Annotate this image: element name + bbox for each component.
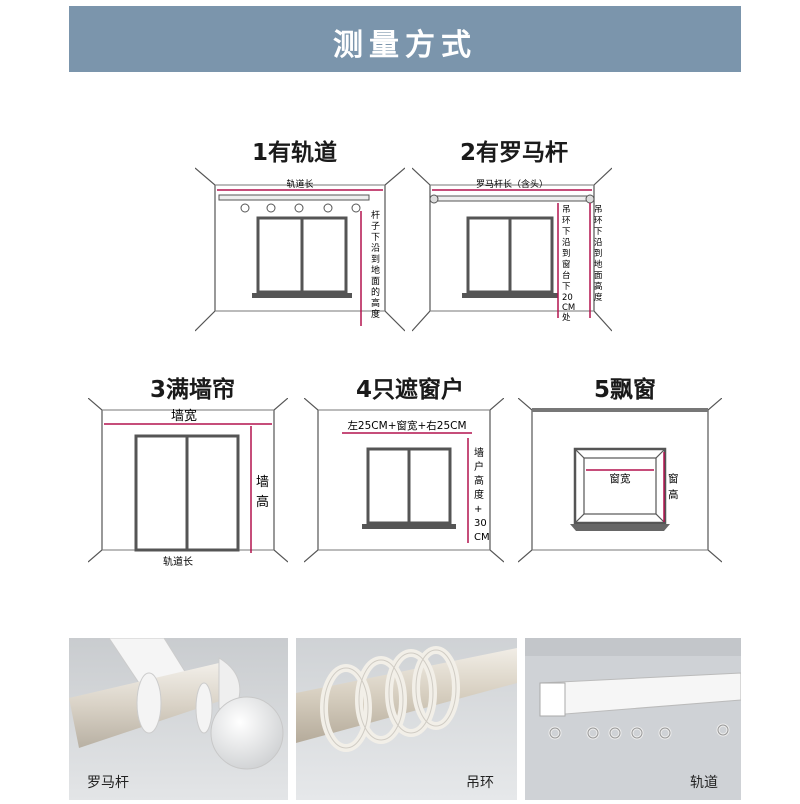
method-5-height-label: 窗高 (668, 472, 679, 501)
photo-rings: 吊环 (296, 638, 517, 800)
method-5-width-label: 窗宽 (610, 472, 631, 485)
photo-roman-rod: 罗马杆 (69, 637, 288, 800)
method-3-bottom-label: 轨道长 (163, 555, 193, 568)
method-2-title: 2有罗马杆 (460, 140, 569, 166)
page-title: 测量方式 (333, 28, 477, 63)
method-2-width-label: 罗马杆长（含头） (476, 178, 548, 190)
method-1-title: 1有轨道 (252, 140, 338, 166)
method-1-height-label: 杆子下 沿到地 面的高 度 (371, 209, 383, 320)
method-4-width-label: 左25CM+窗宽+右25CM (347, 419, 466, 432)
method-1-width-label: 轨道长 (286, 178, 313, 190)
method-5-title: 5飘窗 (594, 377, 657, 403)
header-banner: 测量方式 (69, 6, 741, 72)
method-3-width-label: 墙宽 (171, 408, 197, 424)
photo-track-label: 轨道 (690, 775, 718, 791)
method-1-diagram: 轨道长 杆子下 沿到地 面的高 度 (195, 167, 405, 332)
method-4-diagram: 左25CM+窗宽+右25CM 墙户高 度+30 CM (304, 398, 504, 563)
method-4-title: 4只遮窗户 (356, 377, 465, 403)
method-5-diagram: 窗宽 窗高 (518, 398, 722, 563)
method-3-title: 3满墙帘 (150, 377, 236, 403)
method-3-height-label: 墙高 (256, 475, 269, 510)
photo-track: 轨道 (525, 638, 742, 800)
method-3-diagram: 墙宽 墙高 轨道长 (88, 398, 288, 568)
method-4-height-label: 墙户高 度+30 CM (474, 446, 490, 543)
method-2-height-label-b: 吊环下 沿到地 面高度 (594, 205, 605, 303)
photo-roman-rod-label: 罗马杆 (87, 775, 129, 791)
photo-rings-label: 吊环 (466, 775, 494, 791)
